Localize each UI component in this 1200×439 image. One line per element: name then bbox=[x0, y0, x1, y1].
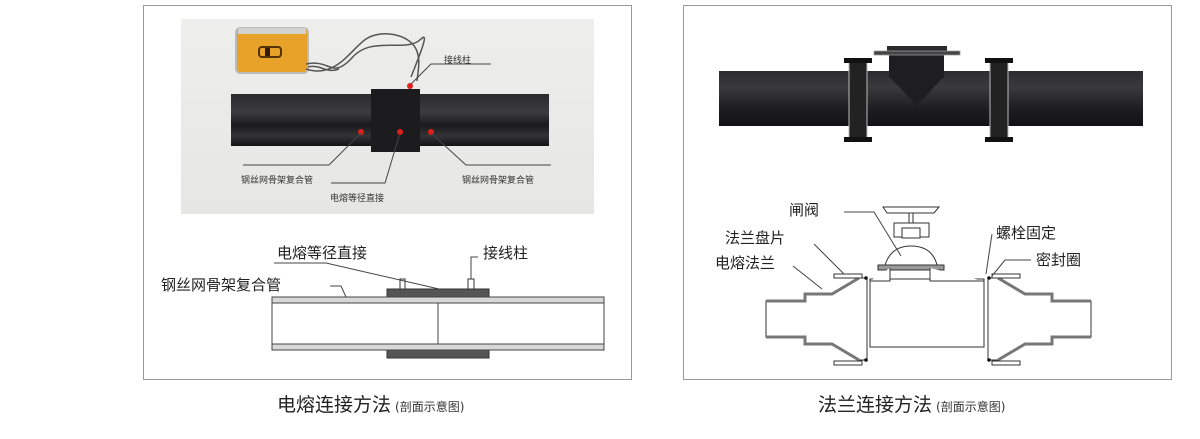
photo-label-terminal: 接线柱 bbox=[444, 56, 472, 66]
label-bolt-fixing: 螺栓固定 bbox=[996, 224, 1057, 242]
diagram-leader-lines bbox=[274, 256, 478, 298]
electrofusion-caption: 电熔连接方法(剖面示意图) bbox=[277, 390, 464, 417]
diagram-label-coupling: 电熔等径直接 bbox=[277, 244, 368, 262]
leader-lines bbox=[243, 63, 551, 184]
valve-body bbox=[869, 268, 985, 348]
flange-panel: 闸阀 法兰盘片 螺栓固定 电熔法兰 密封圈 bbox=[683, 5, 1172, 380]
label-electrofusion-flange: 电熔法兰 bbox=[715, 254, 776, 272]
caption-title: 法兰连接方法 bbox=[818, 394, 933, 416]
electrofusion-photo: 接线柱 钢丝网骨架复合管 钢丝网骨架复合管 电熔等径直接 bbox=[181, 19, 594, 214]
cable-icon bbox=[305, 33, 426, 82]
left-flange-section bbox=[765, 273, 868, 366]
flange-caption: 法兰连接方法(剖面示意图) bbox=[818, 390, 1005, 417]
label-seal-ring: 密封圈 bbox=[1036, 251, 1082, 269]
flange-graphics bbox=[719, 46, 1143, 366]
photo-label-pipe-left: 钢丝网骨架复合管 bbox=[241, 176, 314, 186]
diagram-label-terminal: 接线柱 bbox=[483, 244, 529, 262]
terminal-pin-left bbox=[399, 278, 406, 290]
electrofusion-photo-graphic bbox=[231, 27, 551, 184]
flange-photo bbox=[719, 46, 1143, 142]
pipe-section bbox=[271, 296, 605, 351]
coupling-top bbox=[386, 288, 490, 298]
caption-subtitle: (剖面示意图) bbox=[936, 400, 1006, 414]
electrofusion-welder-icon bbox=[235, 27, 309, 74]
caption-subtitle: (剖面示意图) bbox=[395, 400, 465, 414]
marker-dots bbox=[358, 83, 434, 135]
label-gate-valve: 闸阀 bbox=[789, 201, 820, 219]
electrofusion-panel: 接线柱 钢丝网骨架复合管 钢丝网骨架复合管 电熔等径直接 电熔等径直接 接线柱 … bbox=[143, 5, 632, 380]
terminal-pin-right bbox=[467, 278, 475, 290]
coupling-bottom bbox=[386, 349, 490, 359]
diagram-label-pipe: 钢丝网骨架复合管 bbox=[161, 276, 282, 294]
caption-title: 电熔连接方法 bbox=[277, 394, 392, 416]
label-flange-plate: 法兰盘片 bbox=[725, 229, 786, 247]
right-flange-section bbox=[987, 273, 1092, 366]
pipe-graphic bbox=[231, 89, 549, 152]
valve-handwheel bbox=[877, 206, 945, 271]
photo-label-coupling: 电熔等径直接 bbox=[330, 194, 385, 204]
photo-label-pipe-right: 钢丝网骨架复合管 bbox=[462, 176, 535, 186]
